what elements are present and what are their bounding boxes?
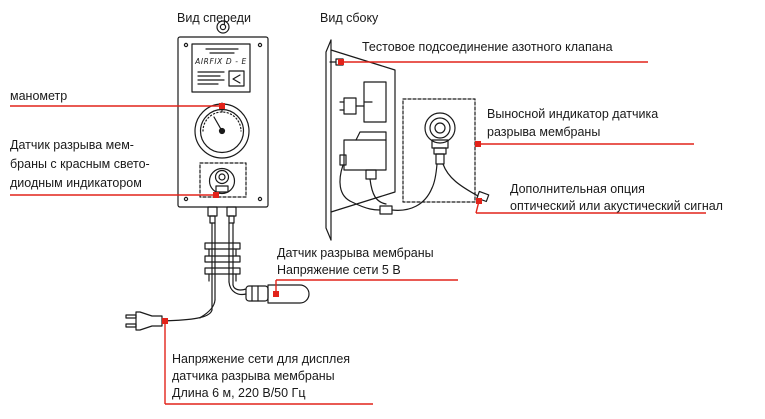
front-view-device: [125, 20, 310, 331]
label-sensor-voltage-line-2: Напряжение сети 5 В: [277, 263, 401, 277]
label-sensor-voltage-line-1: Датчик разрыва мембраны: [277, 246, 434, 260]
label-sensor-led-line-3: диодным индикатором: [10, 176, 142, 190]
label-manometer: манометр: [10, 89, 68, 103]
label-test-connection: Тестовое подсоединение азотного клапана: [362, 40, 613, 54]
label-mains-display-line-1: Напряжение сети для дисплея: [172, 352, 351, 366]
label-mains-display-line-3: Длина 6 м, 220 В/50 Гц: [172, 386, 306, 400]
label-sensor-led-line-2: браны с красным свето-: [10, 157, 150, 171]
callout-lines: [10, 61, 706, 405]
label-option-signal-line-2: оптический или акустический сигнал: [510, 199, 723, 213]
front-view-header: Вид спереди: [177, 11, 251, 25]
brand-text: AIRFIX D - E: [194, 57, 247, 66]
side-view-device: [325, 39, 490, 241]
label-remote-indicator-line-1: Выносной индикатор датчика: [487, 107, 659, 121]
callout-markers: [162, 59, 482, 324]
label-remote-indicator-line-2: разрыва мембраны: [487, 125, 601, 139]
label-sensor-led-line-1: Датчик разрыва мем-: [10, 138, 134, 152]
label-mains-display-line-2: датчика разрыва мембраны: [172, 369, 335, 383]
side-view-header: Вид сбоку: [320, 11, 379, 25]
label-option-signal-line-1: Дополнительная опция: [510, 182, 645, 196]
